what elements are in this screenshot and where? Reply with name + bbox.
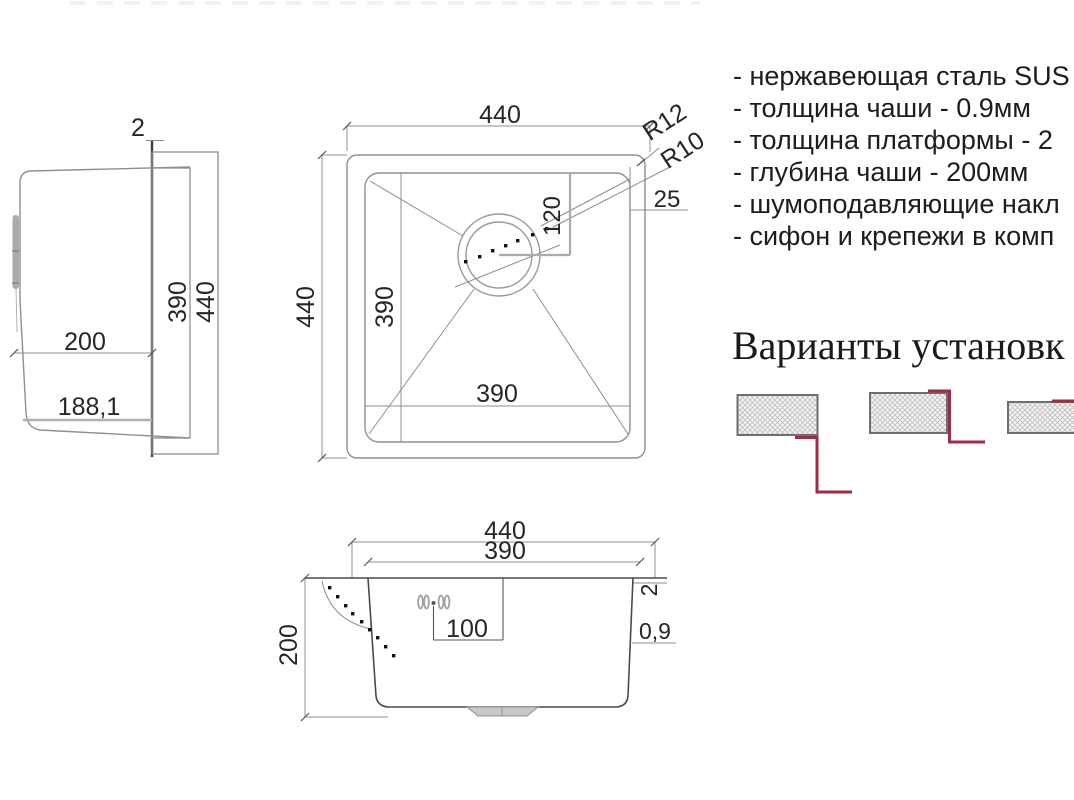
top-height-dim: 440	[292, 286, 320, 328]
spec-item-bowl-thickness: - толщина чаши - 0.9мм	[733, 93, 1031, 123]
drain-dotted-leader	[464, 227, 549, 264]
front-bowl-outline	[367, 577, 634, 708]
front-wall-thickness-dim: 0,9	[639, 618, 671, 644]
countertop-section	[1007, 401, 1074, 434]
side-inner-height-dim: 390	[164, 281, 192, 323]
sink-rim-profile-red	[795, 436, 852, 494]
front-platform-thickness-dim: 2	[636, 584, 662, 597]
faucet-offset-bracket	[432, 578, 504, 641]
top-bowl-height-dim: 390	[371, 286, 399, 328]
top-bowl	[364, 172, 631, 443]
front-bowl-depth-dim: 200	[275, 624, 303, 666]
spec-list: - нержавеющая сталь SUS - толщина чаши -…	[733, 60, 1074, 252]
bowl-corner-diagonals	[368, 178, 631, 435]
countertop-section	[736, 394, 819, 436]
side-mounting-clip	[12, 215, 19, 289]
install-options-title: Варианты установк	[732, 323, 1065, 368]
sink-rim-profile-red	[928, 389, 985, 444]
top-outer-rim	[346, 154, 646, 459]
top-drain-offset-dim: 120	[539, 196, 566, 236]
front-width-dim: 440	[484, 517, 526, 545]
top-width-dim: 440	[479, 101, 521, 129]
install-option-undermount	[736, 394, 852, 494]
top-bowl-width-dim: 390	[476, 380, 518, 408]
side-sink-profile	[19, 166, 191, 439]
front-dotted-leader	[328, 586, 396, 658]
top-view: 440 440 390 390	[292, 98, 710, 463]
spec-item-bowl-depth: - глубина чаши - 200мм	[733, 157, 1029, 187]
spec-item-material: - нержавеющая сталь SUS	[733, 61, 1070, 91]
side-outer-height-dim: 440	[192, 281, 220, 323]
top-edge-width-dim: 25	[654, 186, 681, 213]
drain-offset-bracket	[499, 173, 572, 257]
faucet-hole-symbol	[417, 594, 451, 610]
side-depth-dim: 200	[64, 328, 106, 356]
front-bowl-width-dim: 390	[484, 537, 526, 565]
front-faucet-offset-dim: 100	[446, 615, 488, 643]
front-corner-arc	[321, 580, 372, 630]
side-bottom-dim: 188,1	[58, 393, 121, 421]
spec-item-noise-pads: - шумоподавляющие накл	[733, 189, 1060, 219]
side-platform-thickness-dim: 2	[131, 114, 145, 142]
front-view: 440 390 2 0,9 100	[275, 517, 676, 722]
spec-item-siphon: - сифон и крепежи в комп	[733, 221, 1055, 251]
countertop-section	[869, 392, 948, 434]
side-view: 200 188,1 2 390 440	[9, 114, 220, 457]
install-option-flushmount	[869, 389, 985, 444]
install-option-overmount	[1007, 399, 1074, 434]
spec-item-platform-thickness: - толщина платформы - 2	[733, 125, 1053, 155]
